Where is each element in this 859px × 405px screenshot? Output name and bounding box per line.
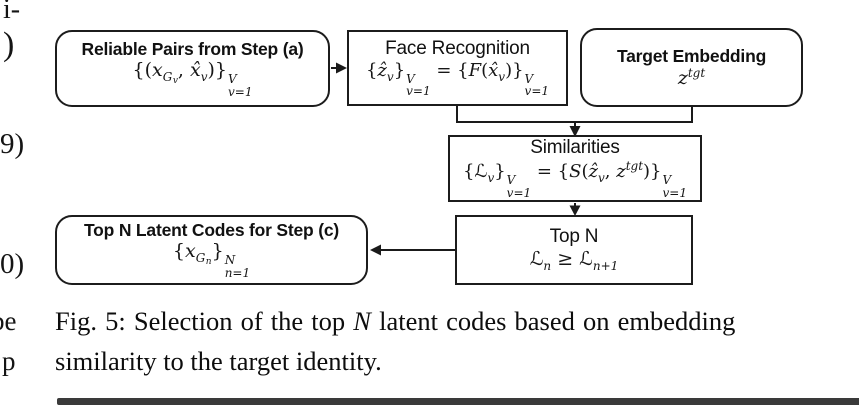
box-top-n: Top N ℒn ≥ ℒn+1 (455, 215, 693, 285)
margin-fragment: p (2, 346, 16, 376)
caption-variable-n: N (353, 306, 371, 336)
margin-fragment: i- (3, 0, 21, 25)
arrow-pairs-to-face-head (336, 62, 347, 74)
box-title: Top N Latent Codes for Step (c) (83, 220, 339, 241)
box-formula: ztgt (677, 66, 706, 90)
margin-fragment: be (0, 306, 17, 336)
margin-fragment: ) (3, 26, 15, 63)
caption-line-2: similarity to the target identity. (55, 346, 382, 376)
box-title: Reliable Pairs from Step (a) (81, 38, 304, 59)
box-reliable-pairs: Reliable Pairs from Step (a) {(xGv, x̂v)… (55, 30, 330, 107)
box-formula: ℒn ≥ ℒn+1 (529, 248, 619, 274)
caption-text-prefix: Fig. 5: Selection of the top (55, 306, 354, 336)
footer-table-rule (57, 398, 859, 405)
caption-line-1: Fig. 5: Selection of the top N latent co… (55, 301, 847, 341)
figure-caption: Fig. 5: Selection of the top N latent co… (55, 301, 847, 381)
caption-text-suffix: latent codes based on embedding (370, 306, 736, 336)
box-title: Top N (549, 226, 599, 248)
box-title: Face Recognition (385, 37, 530, 59)
box-title: Similarities (530, 137, 620, 159)
box-title: Target Embedding (616, 45, 767, 66)
arrow-topn-to-latent-head (370, 244, 381, 256)
box-target-embedding: Target Embedding ztgt (580, 28, 803, 107)
margin-fragment: 9) (0, 128, 25, 160)
margin-fragment: 0) (0, 248, 25, 280)
